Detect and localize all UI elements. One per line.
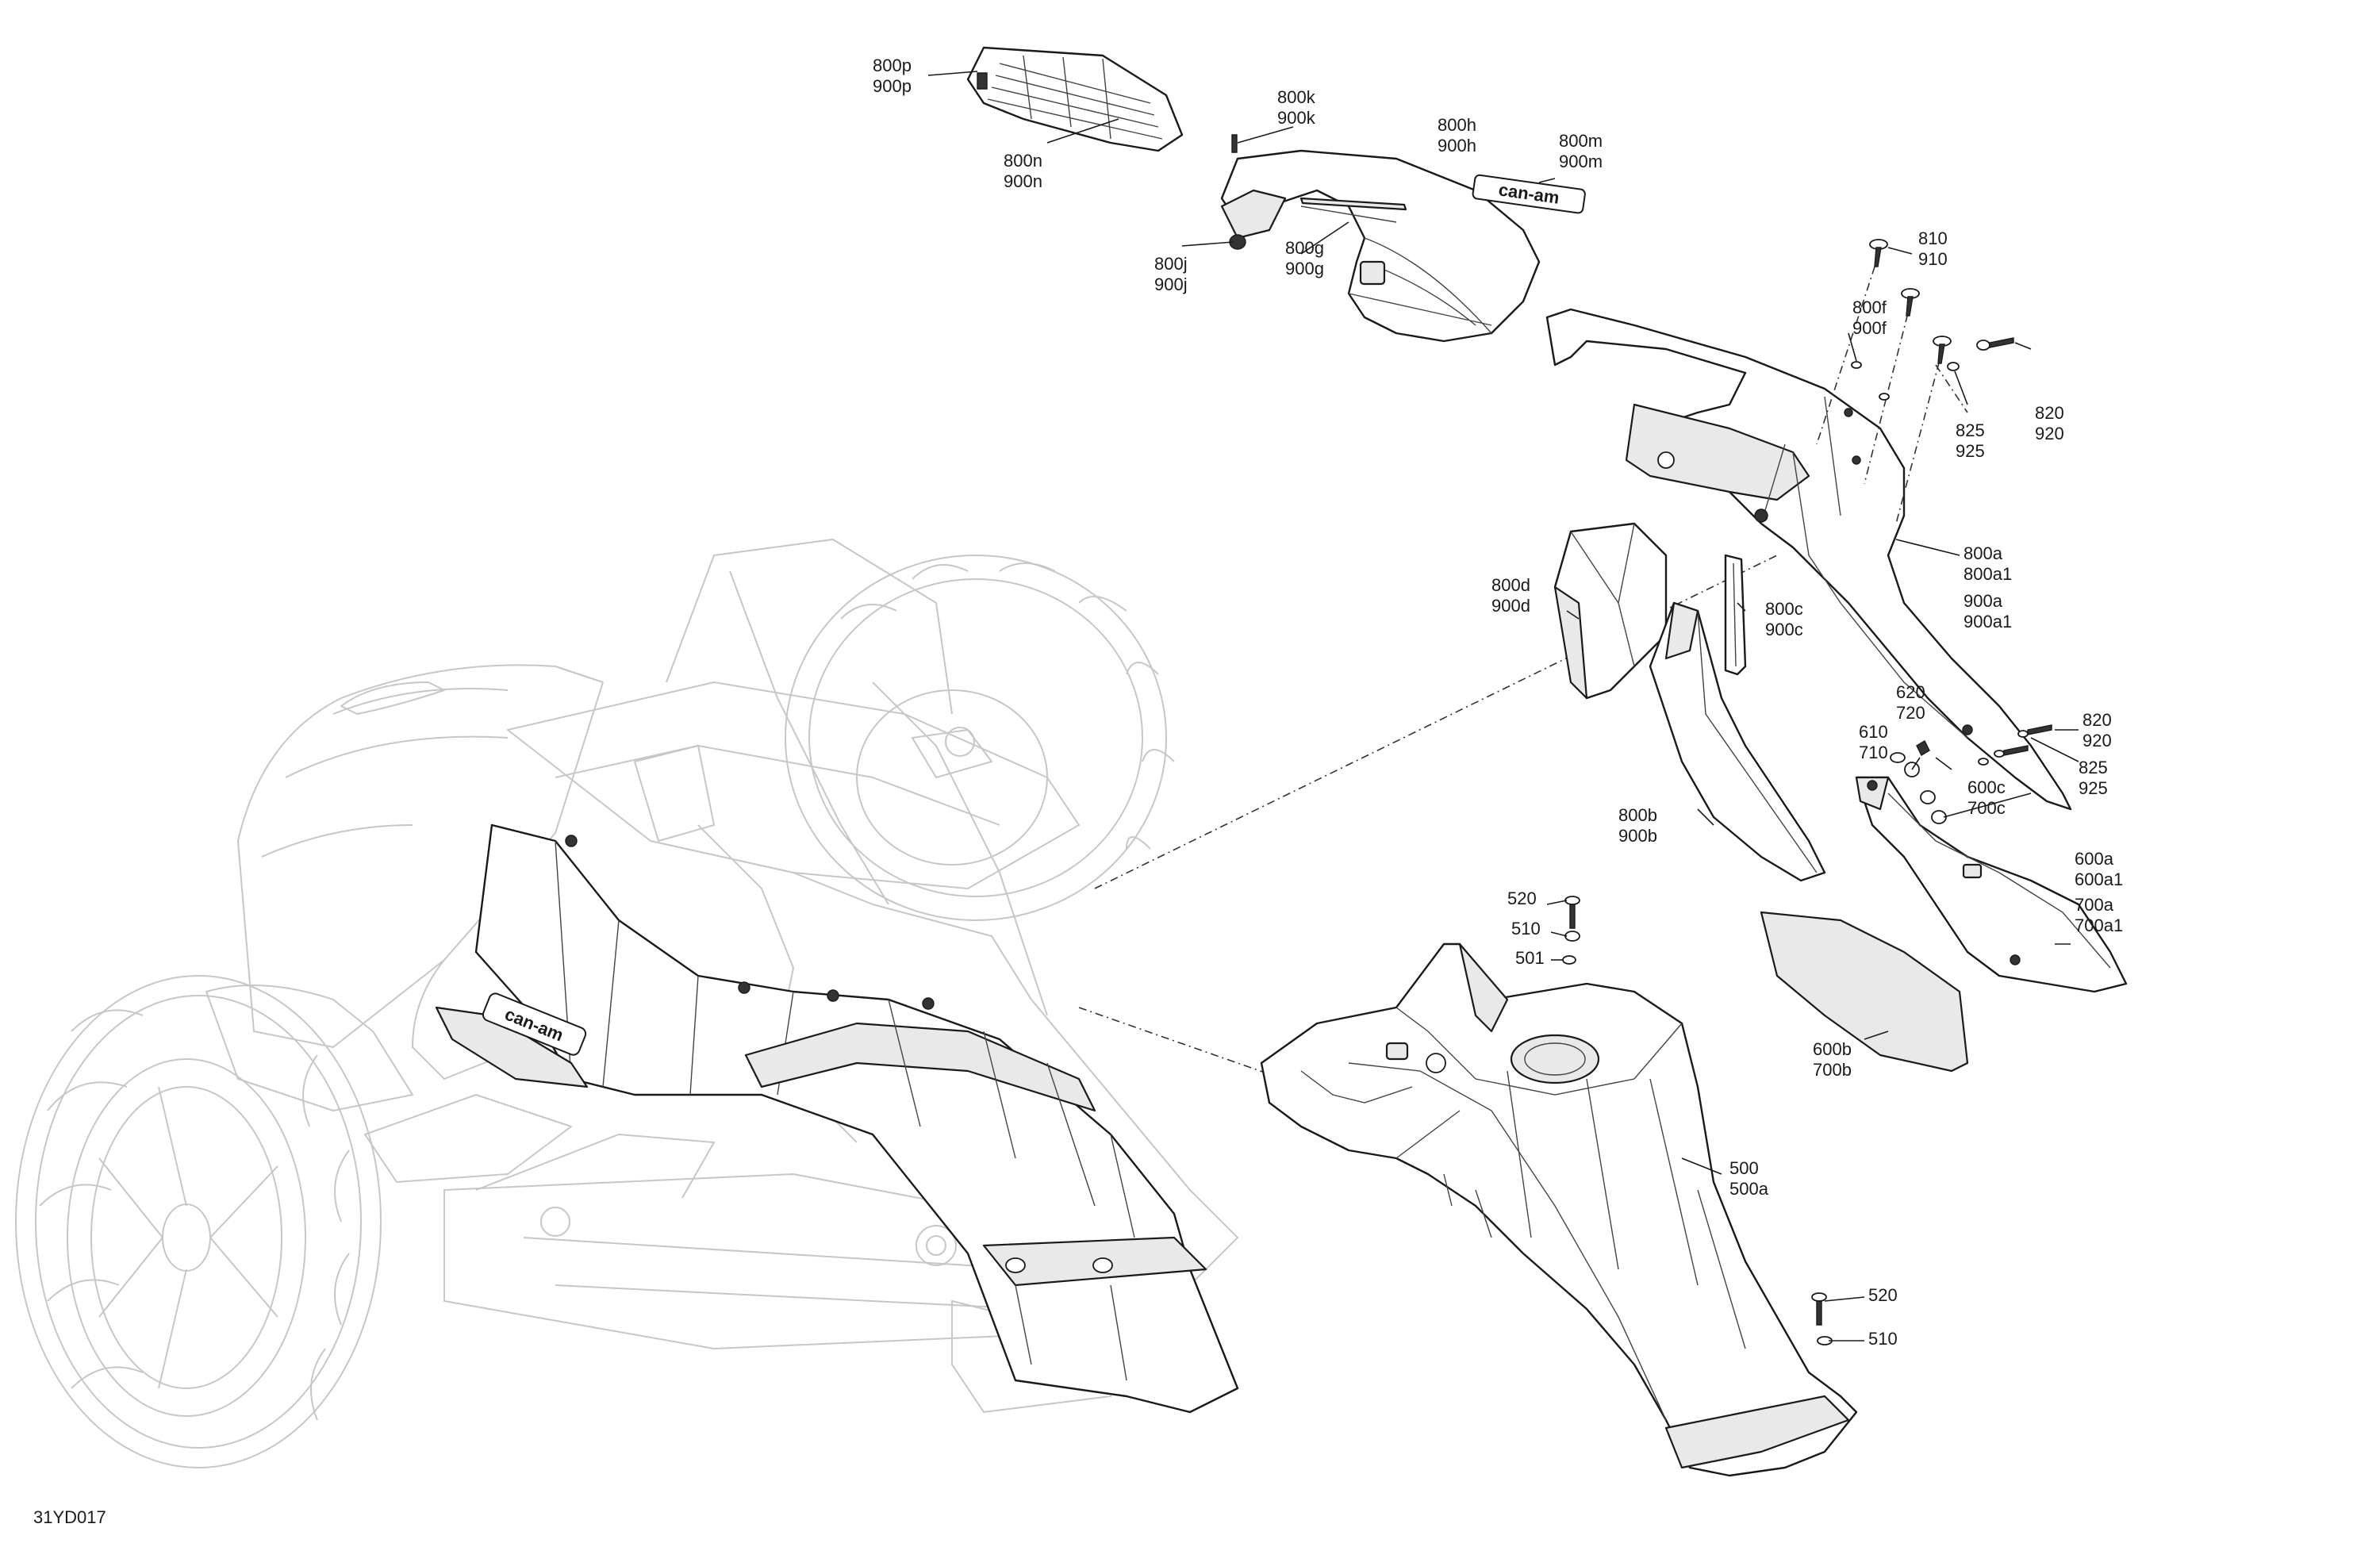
upper-rail-hardware [1816,239,2014,524]
part-800b [1649,601,1826,882]
screw-810c [1933,336,1952,364]
side-panel-left: can-am [435,823,1239,1414]
rear-fender-500 [1260,896,1858,1477]
screw-820a [1976,337,2014,351]
part-800h-cover [1220,134,1541,343]
part-800m-emblem: can-am [1472,174,1586,214]
part-600a [1855,776,2128,993]
label-510b: 510 [1868,1329,1898,1349]
part-800d [1553,522,1668,700]
rear-wheel [785,555,1175,921]
fender-hardware-bottom [1811,1292,1833,1345]
label-520b: 520 [1868,1285,1898,1305]
front-left-wheel [15,975,382,1468]
screw-810b [1901,288,1920,317]
fender-hardware-top [1562,896,1580,965]
part-600b [1760,911,1969,1073]
diagram-code: 31YD017 [33,1507,106,1527]
screw-810 [1869,239,1888,267]
label-501: 501 [1515,948,1545,968]
part-800c [1724,554,1747,676]
label-520a: 520 [1507,889,1537,908]
part-800n-grille [966,46,1184,152]
part-800a-rail [1545,308,2072,811]
leader-lines [927,71,2079,1341]
part-800g-strip [1299,197,1407,211]
label-510a: 510 [1511,919,1541,938]
